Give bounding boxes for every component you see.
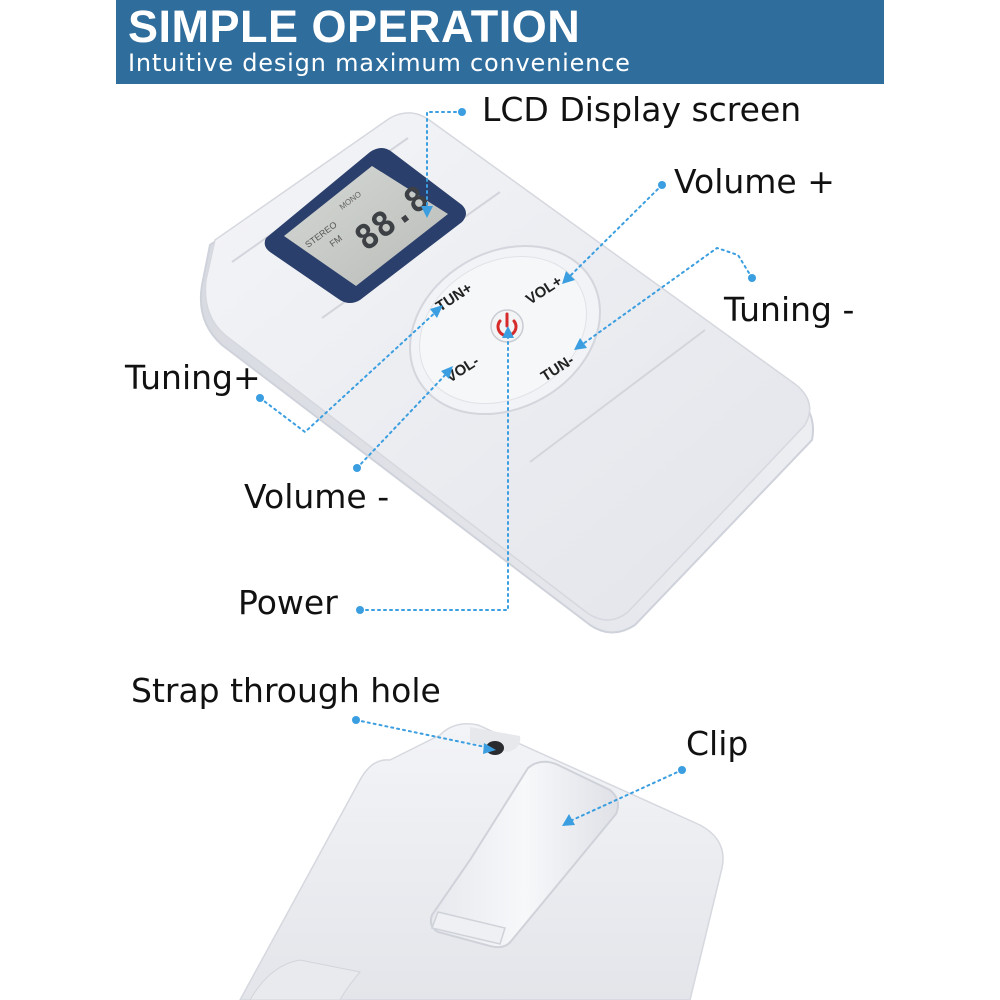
leader-arrowheads xyxy=(421,206,587,826)
leader-lines xyxy=(259,111,753,823)
header-banner: SIMPLE OPERATION Intuitive design maximu… xyxy=(116,0,884,84)
leader-volume-plus xyxy=(567,184,663,279)
callout-tuning-minus: Tuning - xyxy=(724,290,855,329)
banner-title: SIMPLE OPERATION xyxy=(128,1,581,52)
callout-strap-hole: Strap through hole xyxy=(131,671,441,710)
leader-lcd xyxy=(426,111,463,213)
callout-clip: Clip xyxy=(686,724,749,763)
leader-volume-minus xyxy=(356,371,449,469)
belt-clip xyxy=(429,760,619,949)
leader-clip xyxy=(567,769,683,823)
lcd-screen xyxy=(284,166,448,286)
clip-tab xyxy=(430,911,506,945)
callout-volume-minus: Volume - xyxy=(244,477,390,516)
leader-dots xyxy=(256,108,756,774)
power-button[interactable] xyxy=(490,309,524,343)
radio-back xyxy=(239,723,724,1000)
leader-power xyxy=(359,331,509,611)
callout-tuning-plus: Tuning+ xyxy=(125,358,261,397)
seam-lower xyxy=(529,329,706,463)
control-pad: TUN+ VOL+ VOL- TUN- xyxy=(409,244,601,416)
battery-door xyxy=(249,959,361,1000)
callout-volume-plus: Volume + xyxy=(674,162,835,201)
callout-power: Power xyxy=(238,583,338,622)
leader-strap-hole xyxy=(355,719,491,749)
leader-tuning-minus xyxy=(579,246,753,347)
lcd-display: STEREO FM MONO 88.8 xyxy=(264,148,466,303)
strap-notch xyxy=(470,727,521,752)
banner-subtitle: Intuitive design maximum convenience xyxy=(128,49,631,77)
callout-lcd-display: LCD Display screen xyxy=(482,90,802,129)
leader-tuning-plus xyxy=(259,309,439,434)
